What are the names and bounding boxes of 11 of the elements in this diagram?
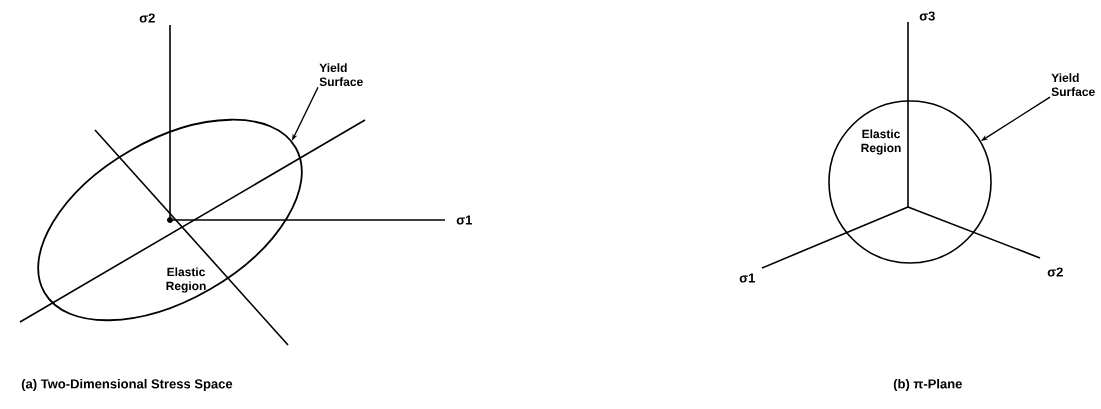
region-text: Elastic Region xyxy=(166,267,206,293)
region-text: Elastic Region xyxy=(861,129,901,155)
axis-label: σ1 xyxy=(456,215,472,225)
label-text: Yield Surface xyxy=(319,63,363,86)
caption: (a) Two-Dimensional Stress Space xyxy=(21,378,233,392)
axis-label: σ1 xyxy=(739,273,755,283)
label-text: Yield Surface xyxy=(1051,73,1095,96)
axis-label: σ2 xyxy=(139,13,155,23)
caption: (b) π-Plane xyxy=(893,378,962,392)
axis-label: σ3 xyxy=(919,11,935,21)
axis-label: σ2 xyxy=(1047,267,1063,277)
